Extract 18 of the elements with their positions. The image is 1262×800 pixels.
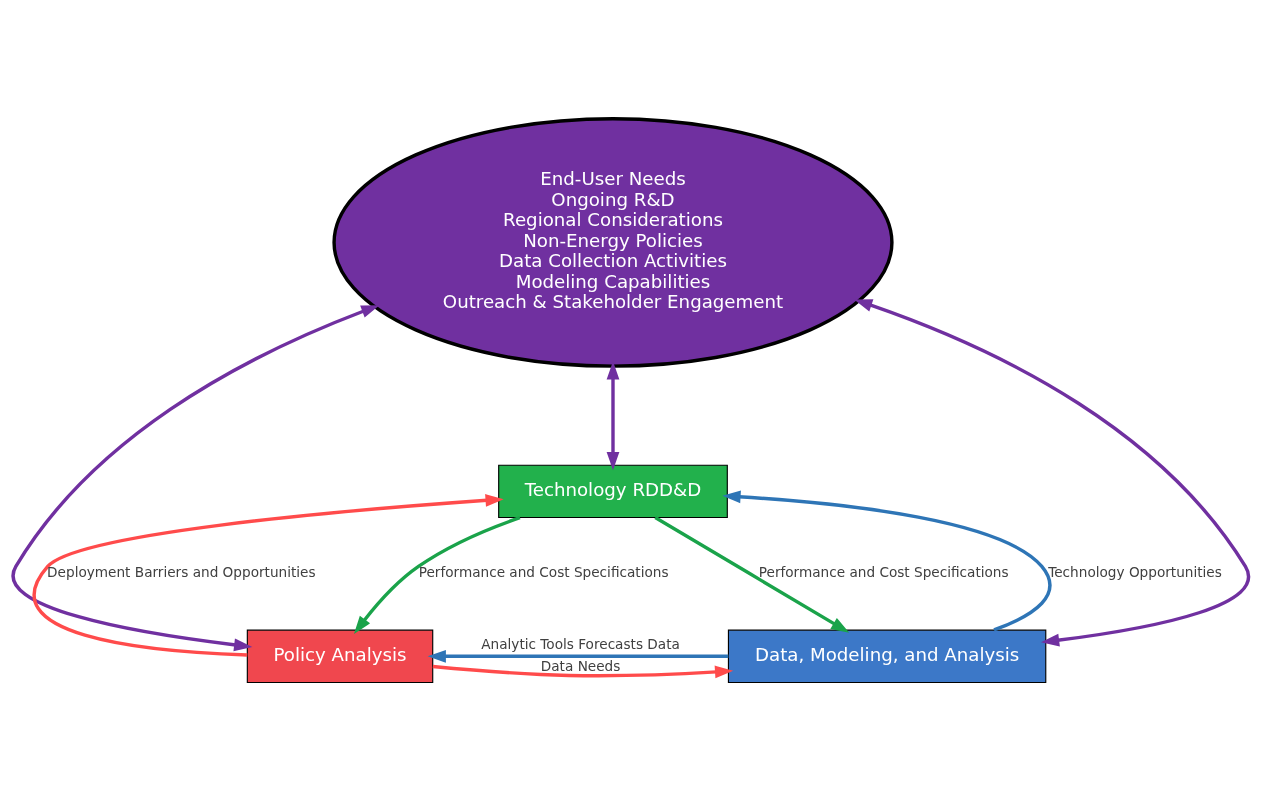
edge-label: Analytic Tools Forecasts Data [481, 635, 680, 652]
node-box: Technology RDD&D [498, 464, 728, 518]
arrow [654, 515, 850, 633]
node-ellipse: End-User Needs Ongoing R&D Regional Considerations Non-Energy Policies Data Collection Activities Modeling Capabilities Outreach & Stakeholder Engagement [332, 116, 894, 368]
arrow [427, 649, 729, 663]
edge-label: Performance and Cost Specifications [758, 563, 1009, 580]
edge-label: Performance and Cost Specifications [418, 563, 669, 580]
arrow [11, 304, 380, 651]
edge-label: Data Needs [540, 657, 621, 674]
arrow [32, 493, 504, 657]
edge-label: Deployment Barriers and Opportunities [47, 563, 316, 580]
arrow [353, 515, 521, 634]
node-box: Data, Modeling, and Analysis [727, 629, 1047, 683]
arrow [854, 298, 1251, 646]
arrow [432, 664, 734, 678]
arrow [722, 490, 1052, 632]
node-box: Policy Analysis [246, 629, 434, 683]
edge-label: Technology Opportunities [1048, 563, 1222, 580]
